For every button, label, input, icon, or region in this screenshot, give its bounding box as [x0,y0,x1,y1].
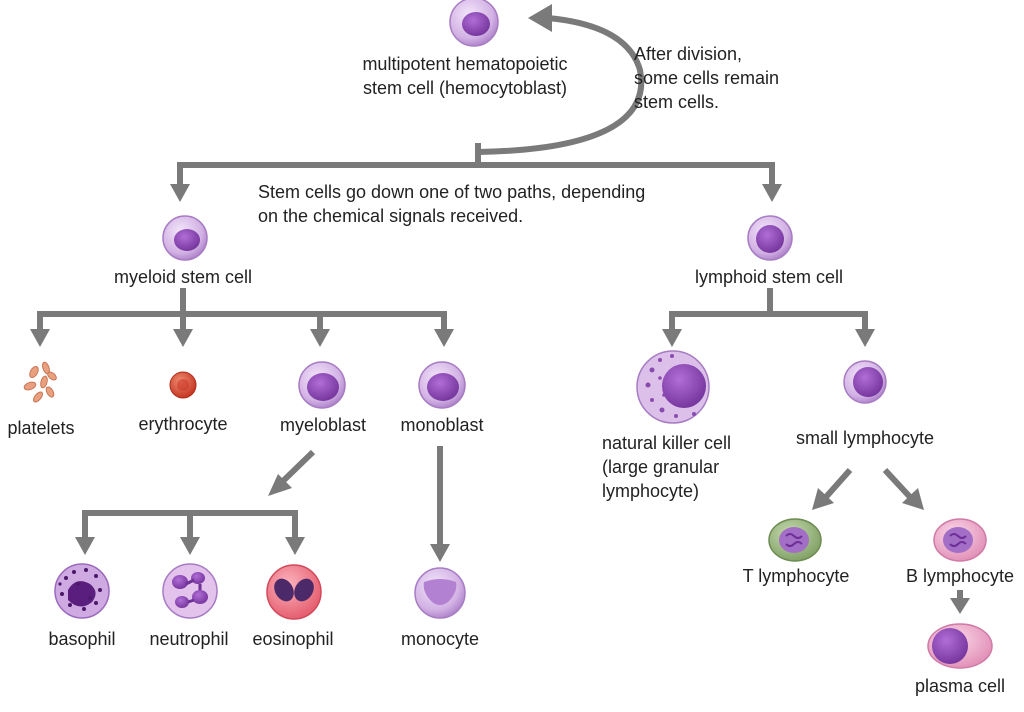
monocyte-icon [414,567,466,619]
t-lymphocyte-icon [768,518,822,562]
myeloblast-icon [298,361,346,409]
hemocytoblast-label: multipotent hematopoietic stem cell (hem… [362,52,567,100]
arrowhead [855,329,875,347]
monoblast-icon [418,361,466,409]
arrowhead [268,474,292,496]
arrowheads [30,4,970,614]
arrowhead [180,537,200,555]
b-lymphocyte-icon [933,518,987,562]
nk-cell-label: natural killer cell (large granular lymp… [602,433,732,501]
t-lymphocyte-label: T lymphocyte [742,566,850,586]
arrowhead [75,537,95,555]
plasma-cell-icon [927,623,993,669]
neutrophil-icon [162,563,218,619]
plasma-cell-label: plasma cell [914,676,1006,696]
self-renewal-note: After division, some cells remain stem c… [634,44,780,112]
arrowhead [30,329,50,347]
connector-lines [37,15,963,600]
arrowhead [430,544,450,562]
arrowhead [662,329,682,347]
paths-note: Stem cells go down one of two paths, dep… [258,182,646,226]
b-lymphocyte-label: B lymphocyte [905,566,1015,586]
arrowhead [812,488,834,510]
lymphoid-stem-cell-label: lymphoid stem cell [694,267,844,287]
myeloblast-label: myeloblast [279,415,367,435]
arrowhead [902,488,924,510]
arrowhead [170,184,190,202]
hemocytoblast-label-line2: stem cell (hemocytoblast) [362,78,568,98]
arrowhead [950,598,970,614]
arrowhead [762,184,782,202]
monocyte-label: monocyte [400,629,480,649]
arrowhead [434,329,454,347]
arrowhead [285,537,305,555]
myeloid-stem-cell-icon [162,215,208,261]
neutrophil-label: neutrophil [149,629,229,649]
erythrocyte-label: erythrocyte [138,414,228,434]
small-lymphocyte-icon [843,360,887,404]
self-renewal-arrowhead [528,4,552,32]
natural-killer-cell-icon [636,350,710,424]
monoblast-label: monoblast [400,415,484,435]
arrowhead [173,329,193,347]
lymphoid-stem-cell-icon [747,215,793,261]
arrowhead [310,329,330,347]
eosinophil-icon [266,564,322,620]
basophil-icon [54,563,110,619]
platelets-icon [23,361,57,403]
basophil-label: basophil [48,629,116,649]
myeloid-stem-cell-label: myeloid stem cell [113,267,253,287]
platelets-label: platelets [7,418,75,438]
hemocytoblast-label-line1: multipotent hematopoietic [362,54,568,74]
eosinophil-label: eosinophil [252,629,334,649]
hemocytoblast-cell-icon [449,0,499,47]
small-lymphocyte-label: small lymphocyte [795,428,935,448]
erythrocyte-icon [169,371,197,399]
